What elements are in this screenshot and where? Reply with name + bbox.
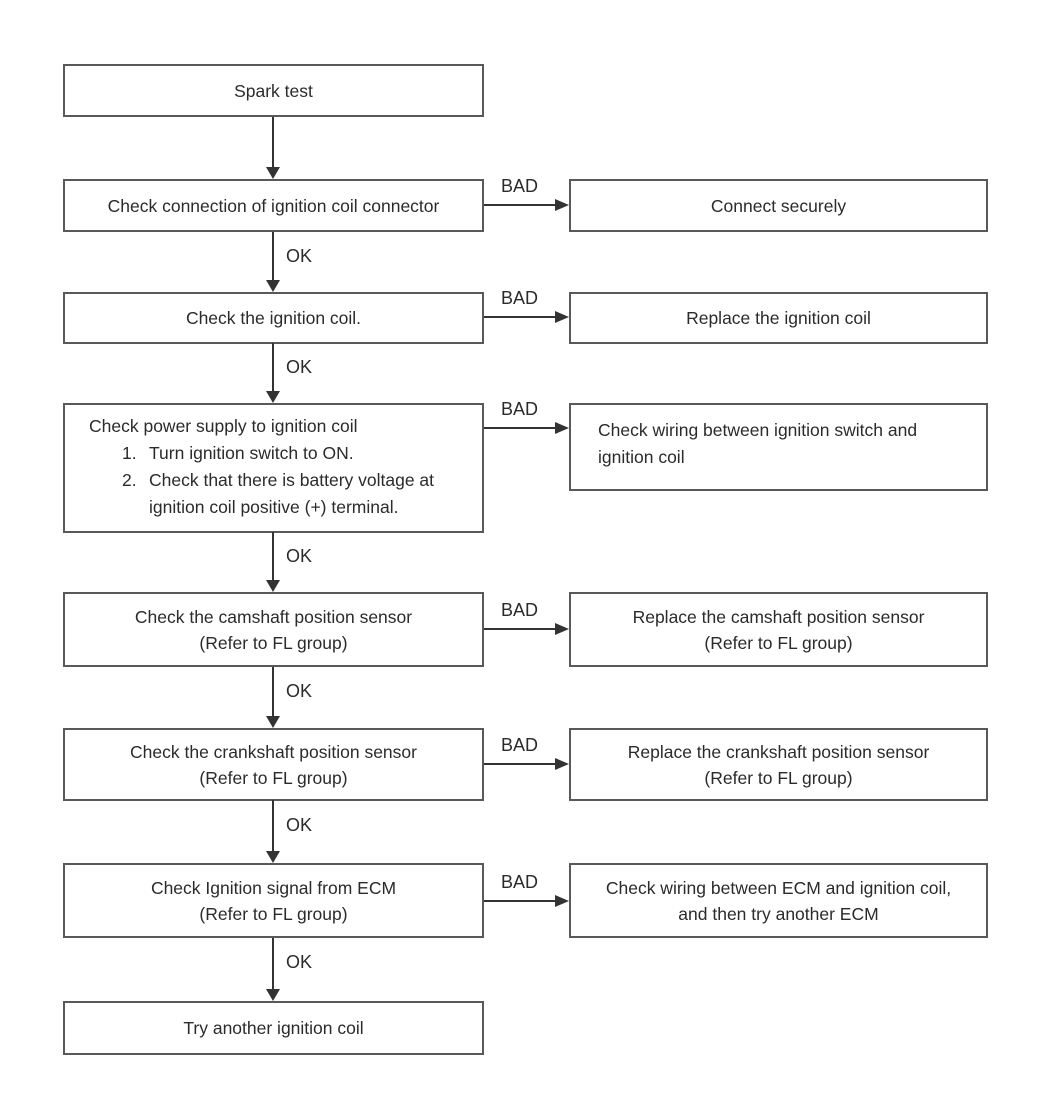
right-arrow-head-icon (555, 895, 569, 907)
flow-node-text: Check the ignition coil. (185, 308, 362, 328)
down-arrow-line (272, 667, 274, 717)
down-arrow-head-icon (266, 167, 280, 179)
ok-label: OK (286, 246, 313, 266)
right-arrow-line (484, 628, 557, 630)
bad-label: BAD (501, 399, 539, 419)
ok-label: OK (286, 357, 313, 377)
flow-node-text: Check connection of ignition coil connec… (107, 195, 440, 216)
flow-node-text: Connect securely (710, 195, 847, 216)
right-arrow-head-icon (555, 758, 569, 770)
down-arrow-head-icon (266, 391, 280, 403)
bad-label: BAD (501, 176, 539, 196)
bad-label: BAD (501, 735, 539, 755)
flow-node-check-crankshaft-sensor: Check the crankshaft position sensor (Re… (63, 728, 484, 801)
step-text: Check that there is battery voltage at i… (149, 470, 435, 517)
flow-node-check-wiring-ecm-coil: Check wiring between ECM and ignition co… (569, 863, 988, 938)
flow-node-text: Check the crankshaft position sensor (Re… (130, 741, 417, 788)
step-number: 2. (122, 470, 137, 490)
down-arrow-head-icon (266, 989, 280, 1001)
flow-node-check-ecm-signal: Check Ignition signal from ECM (Refer to… (63, 863, 484, 938)
down-arrow-line (272, 532, 274, 581)
flow-node-text: Spark test (234, 80, 313, 101)
flow-node-check-wiring-switch-coil: Check wiring between ignition switch and… (569, 403, 988, 491)
flow-node-spark-test: Spark test (63, 64, 484, 117)
flow-node-text: Check the camshaft position sensor (Refe… (134, 606, 413, 653)
bad-label: BAD (501, 288, 539, 308)
down-arrow-head-icon (266, 716, 280, 728)
down-arrow-line (272, 938, 274, 990)
flow-node-replace-camshaft-sensor: Replace the camshaft position sensor (Re… (569, 592, 988, 667)
down-arrow-line (272, 117, 274, 168)
right-arrow-line (484, 427, 557, 429)
flow-node-text: Try another ignition coil (183, 1018, 364, 1038)
right-arrow-line (484, 763, 557, 765)
ok-label: OK (286, 681, 313, 701)
down-arrow-head-icon (266, 280, 280, 292)
down-arrow-line (272, 232, 274, 281)
right-arrow-line (484, 316, 557, 318)
down-arrow-head-icon (266, 851, 280, 863)
flow-node-replace-ignition-coil: Replace the ignition coil (569, 292, 988, 344)
flow-node-text: Replace the ignition coil (686, 308, 871, 328)
ok-label: OK (286, 952, 313, 972)
numbered-step: 2. Check that there is battery voltage a… (89, 467, 474, 521)
bad-label: BAD (501, 872, 539, 892)
right-arrow-line (484, 204, 557, 206)
flow-node-check-camshaft-sensor: Check the camshaft position sensor (Refe… (63, 592, 484, 667)
step-text: Turn ignition switch to ON. (149, 443, 354, 463)
flow-node-text: Replace the camshaft position sensor (Re… (632, 606, 925, 653)
flow-node-text: Check Ignition signal from ECM (Refer to… (150, 877, 397, 924)
flow-node-text: Check wiring between ECM and ignition co… (605, 877, 952, 924)
bad-label: BAD (501, 600, 539, 620)
ok-label: OK (286, 546, 313, 566)
flow-node-text: Replace the crankshaft position sensor (… (627, 741, 930, 788)
flow-node-check-power-supply: Check power supply to ignition coil 1. T… (63, 403, 484, 533)
numbered-step: 1. Turn ignition switch to ON. (89, 440, 474, 467)
right-arrow-head-icon (555, 311, 569, 323)
down-arrow-line (272, 800, 274, 852)
flow-node-check-ignition-coil: Check the ignition coil. (63, 292, 484, 344)
flow-node-intro-text: Check power supply to ignition coil (89, 416, 358, 436)
flow-node-try-another-coil: Try another ignition coil (63, 1001, 484, 1055)
flow-node-check-coil-connector: Check connection of ignition coil connec… (63, 179, 484, 232)
right-arrow-line (484, 900, 557, 902)
flow-node-connect-securely: Connect securely (569, 179, 988, 232)
step-number: 1. (122, 443, 137, 463)
ok-label: OK (286, 815, 313, 835)
flow-node-replace-crankshaft-sensor: Replace the crankshaft position sensor (… (569, 728, 988, 801)
right-arrow-head-icon (555, 422, 569, 434)
down-arrow-head-icon (266, 580, 280, 592)
down-arrow-line (272, 343, 274, 392)
right-arrow-head-icon (555, 623, 569, 635)
right-arrow-head-icon (555, 199, 569, 211)
flow-node-text: Check wiring between ignition switch and… (598, 420, 918, 467)
